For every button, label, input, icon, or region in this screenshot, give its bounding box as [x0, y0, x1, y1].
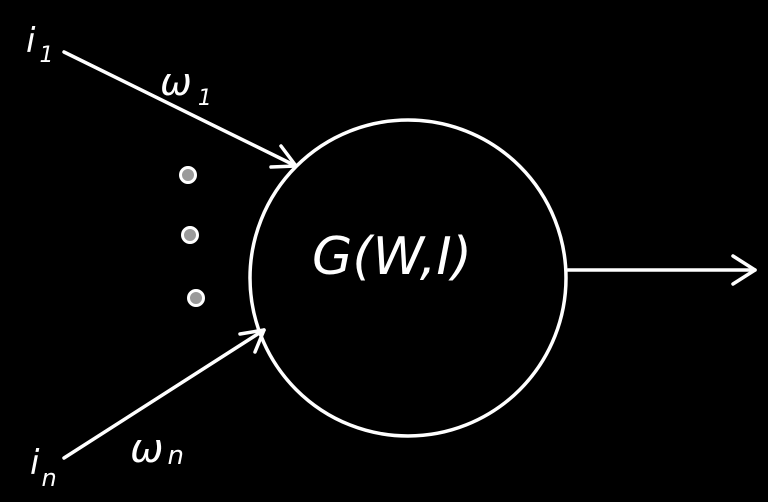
input-n-arrow	[62, 328, 266, 460]
input-n-label: in	[30, 443, 57, 492]
neuron-node	[248, 118, 568, 438]
dot	[181, 226, 199, 244]
node-label: G(W,I)	[312, 227, 472, 287]
dot	[179, 166, 197, 184]
input-1-arrow	[62, 50, 298, 169]
output-arrow	[566, 254, 757, 286]
dot	[187, 289, 205, 307]
ellipsis-dots	[179, 166, 205, 307]
